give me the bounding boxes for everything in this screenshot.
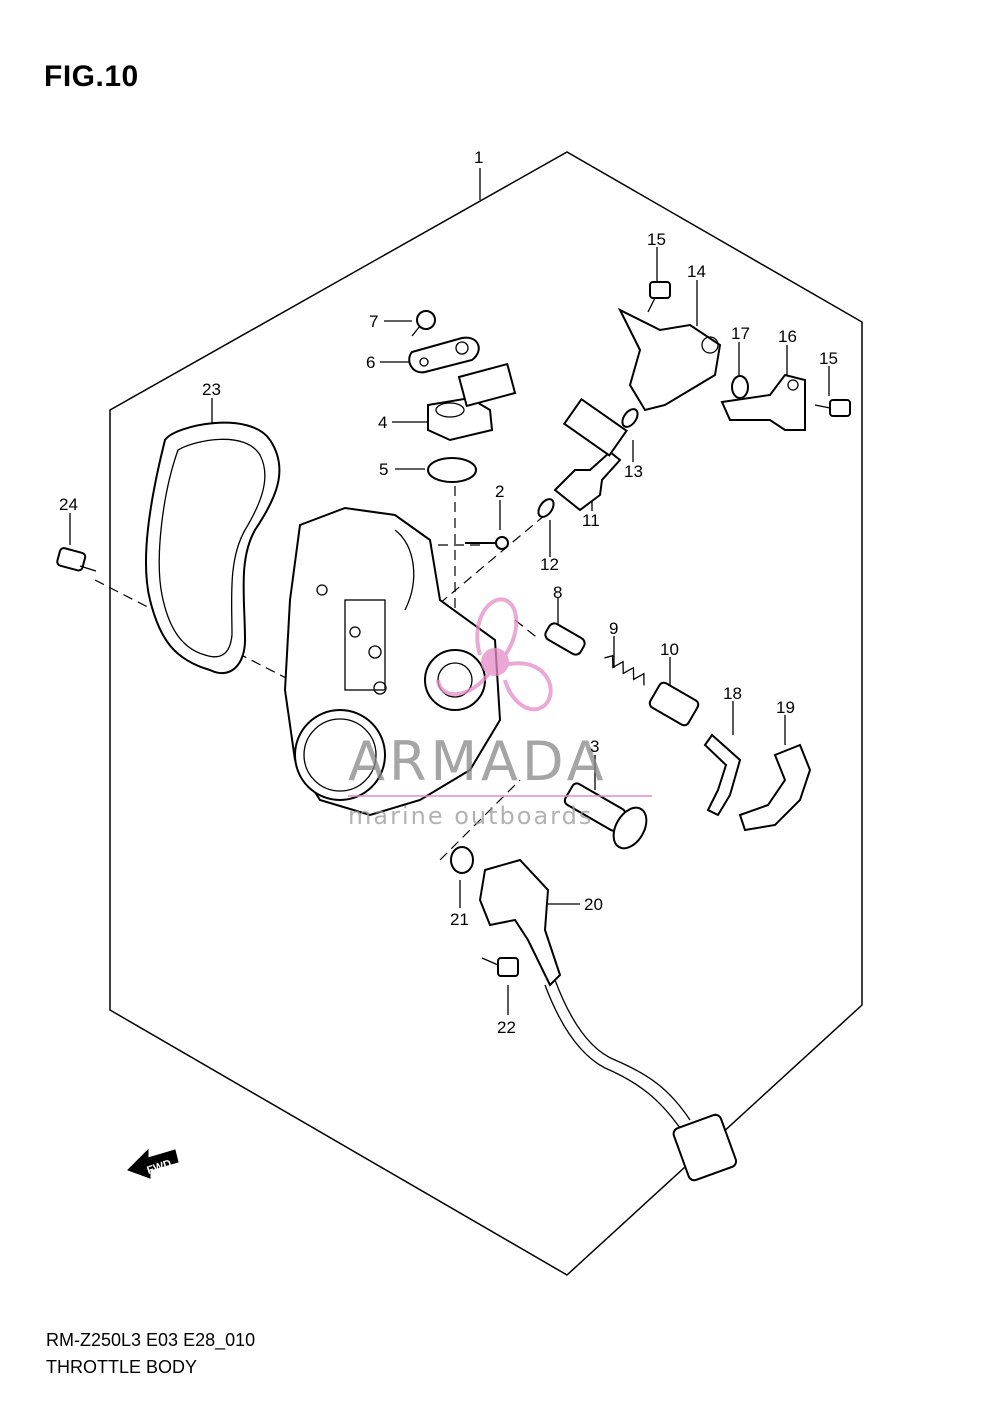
callout-24: 24: [59, 495, 78, 514]
fuel-injector-11-part: [553, 397, 628, 512]
callout-9: 9: [609, 619, 618, 638]
o-ring-5-part: [427, 457, 477, 483]
throttle-body-main-part: [283, 506, 502, 817]
callout-5: 5: [379, 460, 388, 479]
fuel-fitting-16-part: [720, 373, 806, 431]
plunger-8-part: [544, 622, 586, 656]
callout-15-lower: 15: [819, 349, 838, 368]
callout-6: 6: [366, 353, 375, 372]
model-code: RM-Z250L3 E03 E28_010: [46, 1330, 256, 1350]
throttle-position-sensor-4-part: [427, 362, 517, 442]
callout-2: 2: [495, 482, 504, 501]
hose-18-part: [703, 733, 742, 817]
screw-2-part: [465, 536, 509, 550]
callout-16: 16: [778, 327, 797, 346]
callout-13: 13: [624, 462, 643, 481]
hose-19-part: [738, 743, 812, 832]
valve-10-part: [648, 681, 700, 727]
callout-7: 7: [369, 312, 378, 331]
callout-19: 19: [776, 698, 795, 717]
callout-11: 11: [582, 511, 600, 530]
callout-18: 18: [723, 684, 742, 703]
callout-17: 17: [731, 324, 750, 343]
screw-24-part: [56, 547, 97, 572]
propeller-logo-icon: [436, 597, 553, 712]
callout-14: 14: [687, 262, 706, 281]
spring-9-part: [604, 654, 645, 686]
callout-8: 8: [553, 583, 562, 602]
leader-lines: [69, 168, 830, 1015]
callout-20: 20: [584, 895, 603, 914]
callout-15-upper: 15: [647, 230, 666, 249]
figure-title: FIG.10: [44, 60, 139, 93]
throttle-body-cover-part: [145, 421, 281, 675]
watermark: ARMADA marine outboards: [348, 597, 652, 830]
callout-23: 23: [202, 380, 221, 399]
callout-12: 12: [540, 555, 559, 574]
bolt-15-upper-part: [647, 281, 671, 313]
forward-arrow-icon: FWD: [127, 1148, 179, 1179]
plate-6-part: [408, 336, 480, 374]
callout-21: 21: [450, 910, 469, 929]
callout-4: 4: [378, 413, 387, 432]
callout-10: 10: [660, 640, 679, 659]
o-ring-21-part: [450, 846, 474, 874]
watermark-brand: ARMADA: [348, 730, 608, 793]
callout-labels: 1 2 3 4 5 6 7 8 9 10 11 12 13 14 15 16 1…: [59, 148, 838, 1037]
callout-22: 22: [497, 1018, 516, 1037]
o-ring-13-part: [621, 408, 639, 428]
sensor-20-part: [478, 858, 738, 1182]
screw-7-part: [411, 310, 436, 337]
callout-1: 1: [474, 148, 483, 167]
screw-22-part: [481, 957, 519, 977]
o-ring-17-part: [731, 375, 749, 399]
o-ring-12-part: [537, 498, 555, 518]
fuel-delivery-pipe-14-part: [617, 307, 722, 412]
section-name: THROTTLE BODY: [46, 1357, 198, 1377]
bolt-15-lower-part: [814, 399, 851, 417]
watermark-tagline: marine outboards: [348, 802, 593, 830]
callout-3: 3: [590, 737, 599, 756]
assembly-outline: [109, 151, 863, 1276]
